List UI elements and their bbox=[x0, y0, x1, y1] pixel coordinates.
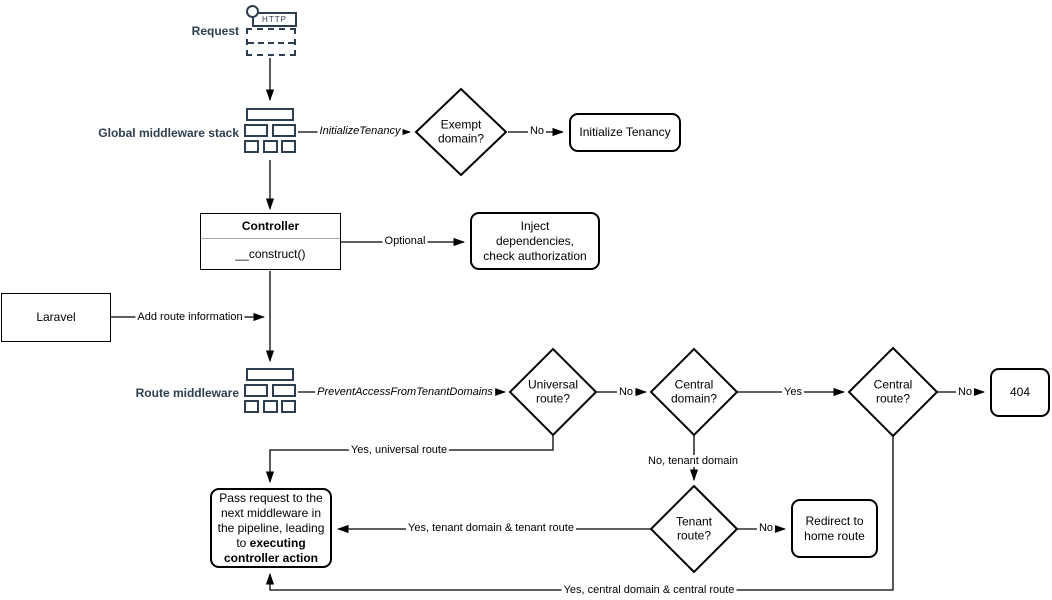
edge-label-yes-tenant: Yes, tenant domain & tenant route bbox=[406, 522, 576, 534]
edge-label-add-route-information: Add route information bbox=[135, 311, 245, 323]
controller-method: __construct() bbox=[235, 246, 306, 261]
not-found-box: 404 bbox=[990, 368, 1050, 417]
http-request-body-divider bbox=[248, 42, 294, 44]
exempt-domain-diamond bbox=[414, 87, 508, 177]
pass-request-bold-text: executing controller action bbox=[223, 535, 318, 565]
edge-label-initialize-tenancy: InitializeTenancy bbox=[317, 125, 403, 137]
edge-label-tenant-no: No bbox=[756, 522, 776, 534]
laravel-box: Laravel bbox=[1, 293, 111, 342]
central-domain-text: Central domain? bbox=[670, 377, 718, 406]
central-domain-diamond bbox=[649, 347, 739, 437]
controller-title: Controller bbox=[201, 214, 340, 239]
edge-label-yes-central: Yes, central domain & central route bbox=[561, 584, 737, 596]
route-middleware-label: Route middleware bbox=[135, 386, 239, 400]
redirect-home-box: Redirect to home route bbox=[791, 499, 878, 558]
stack-row1-icon bbox=[246, 108, 294, 121]
http-request-body-icon bbox=[246, 28, 296, 56]
central-route-diamond bbox=[847, 346, 939, 438]
edge-label-yes-universal-route: Yes, universal route bbox=[348, 444, 450, 456]
pass-request-box: Pass request to the next middleware in t… bbox=[210, 488, 332, 568]
edge-label-universal-no: No bbox=[616, 386, 636, 398]
edge-label-no-tenant-domain: No, tenant domain bbox=[646, 455, 740, 467]
central-route-text: Central route? bbox=[873, 377, 913, 406]
initialize-tenancy-box: Initialize Tenancy bbox=[569, 113, 681, 152]
edge-label-central-route-no: No bbox=[955, 386, 975, 398]
tenant-route-text: Tenant route? bbox=[675, 514, 713, 543]
pass-request-text: Pass request to the next middleware in t… bbox=[217, 490, 325, 550]
middleware-stack-icon bbox=[244, 108, 296, 153]
exempt-domain-text: Exempt domain? bbox=[437, 117, 485, 146]
universal-route-diamond bbox=[508, 347, 598, 437]
controller-class-box: Controller __construct() bbox=[200, 213, 341, 270]
inject-dependencies-box: Inject dependencies, check authorization bbox=[470, 212, 600, 270]
route-middleware-stack-icon bbox=[244, 368, 296, 413]
edge-label-prevent-access: PreventAccessFromTenantDomains bbox=[315, 386, 495, 398]
global-middleware-label: Global middleware stack bbox=[98, 126, 239, 140]
edge-label-optional: Optional bbox=[382, 235, 428, 247]
tenant-route-diamond bbox=[649, 484, 739, 574]
request-label: Request bbox=[191, 24, 239, 38]
edge-label-exempt-no: No bbox=[527, 125, 547, 137]
http-request-circle-icon bbox=[246, 5, 259, 18]
edge-label-central-domain-yes: Yes bbox=[782, 386, 804, 398]
universal-route-text: Universal route? bbox=[527, 377, 578, 406]
http-icon-label: HTTP bbox=[262, 15, 287, 24]
edge-universal-yes-to-pass bbox=[265, 435, 554, 484]
http-request-icon: HTTP bbox=[252, 12, 297, 27]
decision-shapes bbox=[414, 87, 939, 574]
